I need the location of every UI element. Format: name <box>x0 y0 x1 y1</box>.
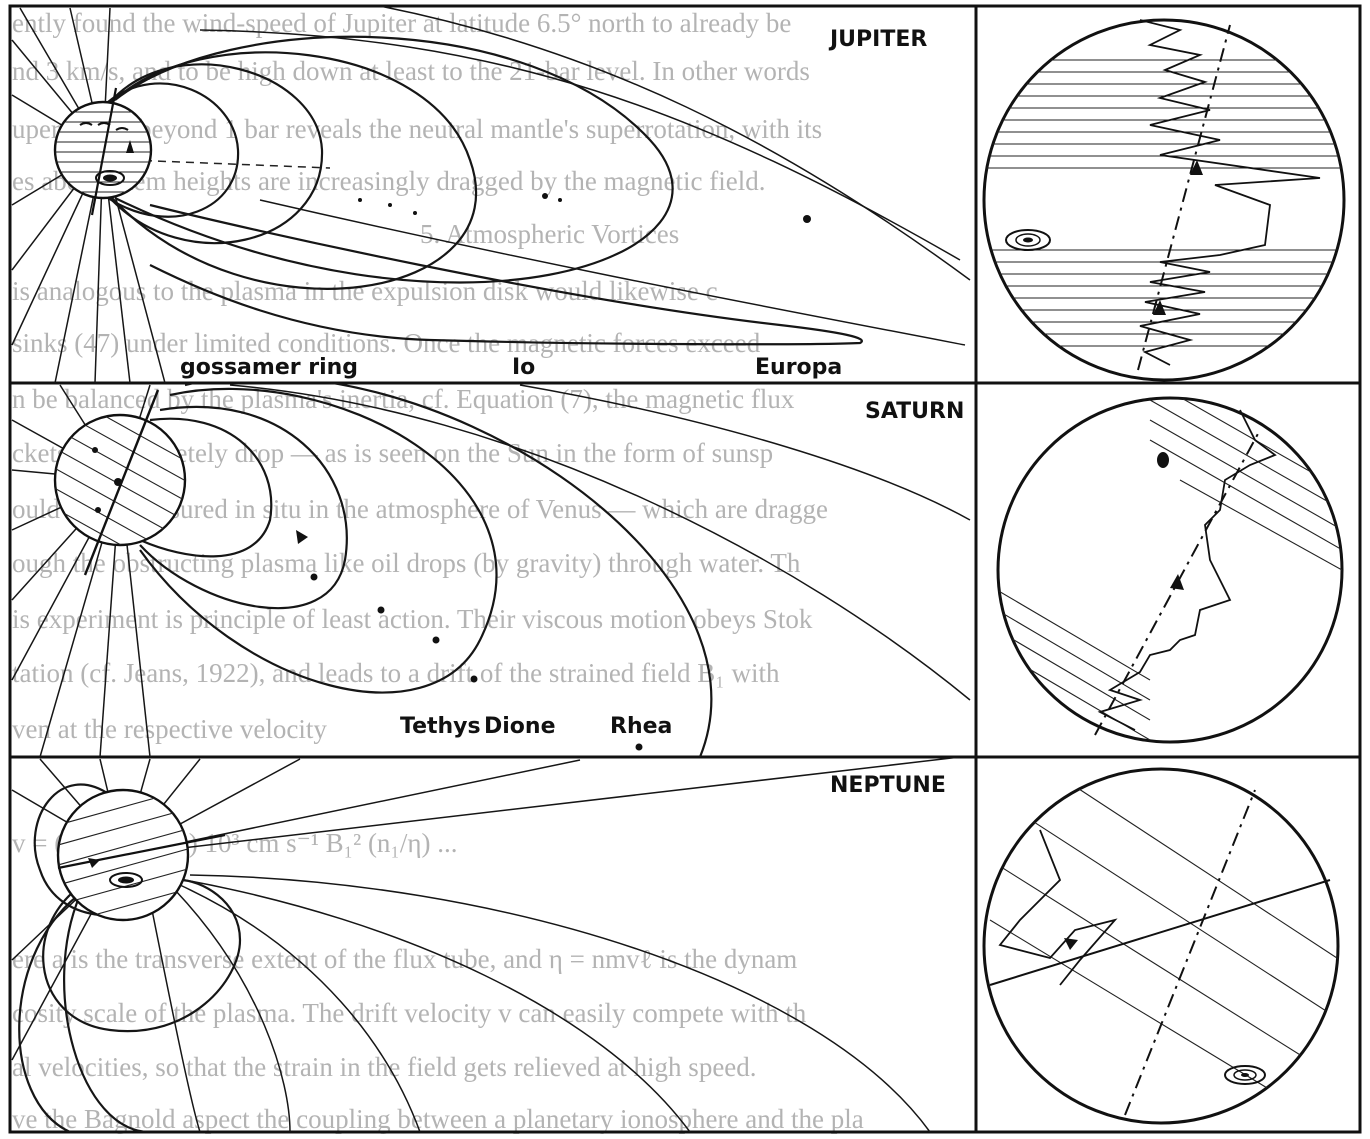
saturn-planet <box>53 389 187 576</box>
europa-marker <box>803 215 811 223</box>
ghost-line: tation (cf. Jeans, 1922), and leads to a… <box>12 658 780 688</box>
ghost-line: nd 3 km/s, and to be high down at least … <box>12 56 810 86</box>
saturn-field-panel: SATURN Tethys Dione Rhea <box>11 383 971 757</box>
label-europa: Europa <box>755 355 842 380</box>
jupiter-disk-detail <box>982 18 1346 382</box>
neptune-title: NEPTUNE <box>830 773 946 798</box>
saturn-moon-dots <box>296 530 643 751</box>
ghost-line: is analogous to the plasma in the expuls… <box>12 276 718 306</box>
neptune-disk-hatching <box>989 769 1338 1121</box>
label-io: Io <box>512 355 535 380</box>
ghost-line: is experiment is principle of least acti… <box>12 604 813 634</box>
saturn-closed-field-lines <box>139 383 971 757</box>
neptune-closed-field-lines <box>18 783 931 1132</box>
label-tethys: Tethys <box>400 714 481 739</box>
ghost-line: ve the Bagnold aspect the coupling betwe… <box>12 1104 864 1134</box>
tethys-marker <box>310 573 318 581</box>
ghost-line: ven at the respective velocity <box>12 714 327 744</box>
ghost-line: ently found the wind-speed of Jupiter at… <box>12 8 791 38</box>
dione-marker <box>377 606 385 614</box>
label-rhea: Rhea <box>610 714 672 739</box>
jupiter-expulsion-disk <box>129 159 863 346</box>
jupiter-closed-field-lines <box>107 6 971 346</box>
neptune-field-panel: NEPTUNE <box>11 757 961 1132</box>
figure-frame <box>8 4 1362 1134</box>
label-dione: Dione <box>484 714 556 739</box>
ghost-line: ere a is the transverse extent of the fl… <box>12 944 797 974</box>
ghost-line: al velocities, so that the strain in the… <box>12 1052 757 1082</box>
jupiter-title: JUPITER <box>828 27 927 52</box>
ghost-line: cosity scale of the plasma. The drift ve… <box>12 998 807 1028</box>
neptune-disk-detail <box>982 767 1340 1125</box>
saturn-title: SATURN <box>865 399 964 424</box>
label-gossamer-ring: gossamer ring <box>180 355 358 380</box>
rhea-marker <box>635 743 643 751</box>
saturn-disk-detail <box>996 396 1344 744</box>
jupiter-moon-dots <box>358 193 811 223</box>
